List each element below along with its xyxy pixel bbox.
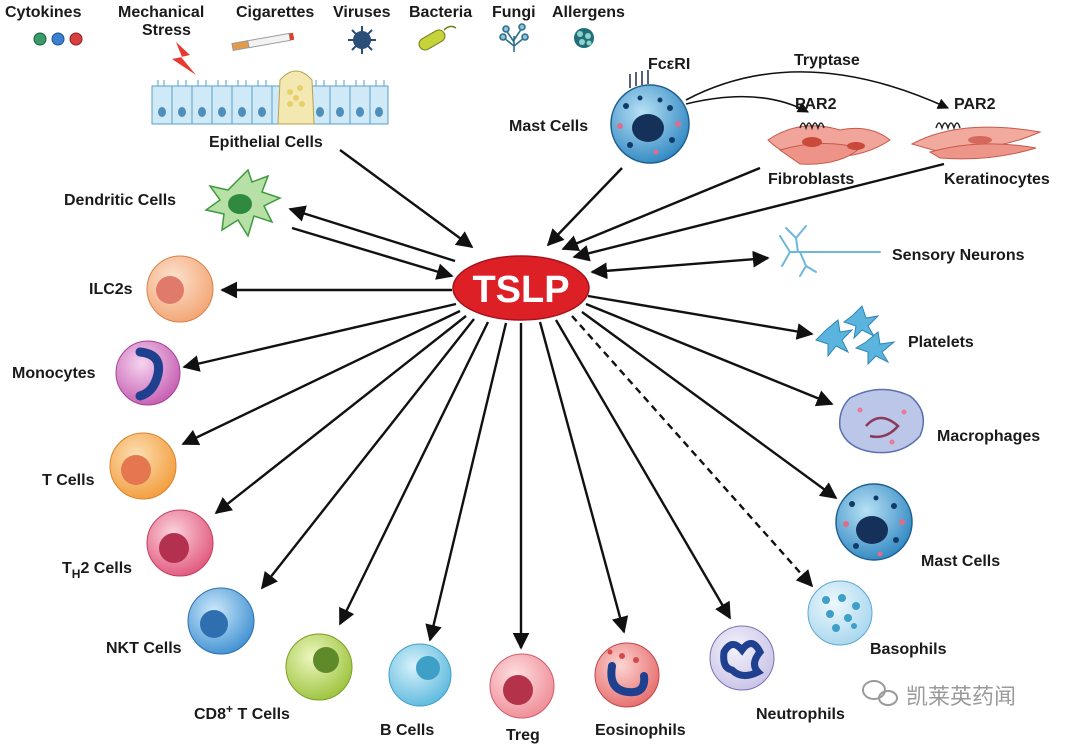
trigger-cytokines-label: Cytokines: [5, 4, 82, 21]
keratinocytes-illustration: [910, 122, 1042, 160]
ilc2s-label: ILC2s: [89, 281, 133, 298]
tryptase-arrow-short: [685, 95, 809, 113]
neutrophils-label: Neutrophils: [756, 706, 845, 723]
b-cell-illustration: [388, 643, 452, 707]
trigger-mechanical-label: Mechanical: [118, 4, 204, 21]
nkt-cells-label: NKT Cells: [106, 640, 182, 657]
mast-cells-right-label: Mast Cells: [921, 553, 1000, 570]
tslp-to-bcells-arrow: [425, 322, 508, 642]
epithelial-cells-label: Epithelial Cells: [209, 134, 323, 151]
mast-cell-right-illustration: [835, 483, 913, 561]
tslp-to-neutrophils-arrow: [554, 319, 732, 620]
tryptase-arrow-long: [685, 71, 950, 109]
tslp-to-th2-arrow: [214, 315, 467, 515]
tslp-to-mastcells-arrow: [581, 311, 838, 499]
allergen-icon: [574, 28, 594, 48]
tryptase-label: Tryptase: [794, 52, 860, 69]
monocyte-cell-illustration: [115, 340, 181, 406]
th2-cells-label: TH2 Cells: [62, 560, 132, 581]
cd8-t-cells-label: CD8+ T Cells: [194, 702, 290, 723]
dendritic-cell-illustration: [204, 168, 282, 238]
tslp-to-eosinophils-arrow: [538, 321, 629, 634]
mast-cells-top-label: Mast Cells: [509, 118, 588, 135]
epithelial-to-tslp-arrow: [339, 149, 474, 248]
sensory-neuron-illustration: [779, 225, 881, 277]
tslp-to-basophils-arrow: [571, 315, 814, 588]
cigarette-icon: [231, 32, 295, 52]
trigger-fungi-label: Fungi: [492, 4, 536, 21]
lightning-icon: [172, 42, 196, 75]
t-cell-illustration: [109, 432, 177, 500]
t-cells-label: T Cells: [42, 472, 95, 489]
trigger-viruses-label: Viruses: [333, 4, 391, 21]
tslp-to-dendritic-arrow: [288, 205, 456, 263]
watermark-text: 凯莱英药闻: [906, 685, 1016, 710]
macrophage-illustration: [838, 388, 925, 454]
eosinophils-label: Eosinophils: [595, 722, 686, 739]
th2-cell-illustration: [146, 509, 214, 577]
tslp-node: TSLP: [452, 255, 590, 321]
cytokine-dots-icon: [33, 32, 83, 46]
keratinocytes-label: Keratinocytes: [944, 171, 1050, 188]
fibroblasts-to-tslp-arrow: [561, 166, 761, 252]
dendritic-cells-label: Dendritic Cells: [64, 192, 176, 209]
fceri-label: FcεRI: [648, 56, 690, 73]
trigger-cigarettes-label: Cigarettes: [236, 4, 314, 21]
platelets-illustration: [815, 305, 896, 366]
trigger-bacteria-label: Bacteria: [409, 4, 472, 21]
treg-label: Treg: [506, 727, 540, 744]
tslp-to-tcells-arrow: [181, 309, 461, 446]
mast-to-tslp-arrow: [546, 167, 623, 247]
fibroblasts-illustration: [767, 122, 891, 165]
mast-cell-top-illustration: [610, 70, 690, 164]
basophil-cell-illustration: [807, 580, 873, 646]
tslp-to-nkt-arrow: [260, 318, 475, 590]
sensory-neurons-label: Sensory Neurons: [892, 247, 1025, 264]
tslp-label: TSLP: [472, 269, 569, 311]
arrow-layer: [181, 149, 945, 650]
trigger-stress-label: Stress: [142, 22, 191, 39]
tslp-neurons-arrow: [590, 250, 770, 280]
dendritic-to-tslp-arrow: [291, 226, 454, 280]
nkt-cell-illustration: [187, 587, 255, 655]
bacterium-icon: [418, 25, 457, 51]
tslp-to-cd8-arrow: [338, 321, 490, 626]
par2-label-keratinocytes: PAR2: [954, 96, 996, 113]
macrophages-label: Macrophages: [937, 428, 1040, 445]
neutrophil-cell-illustration: [709, 625, 775, 691]
ilc2-cell-illustration: [146, 255, 214, 323]
trigger-allergens-label: Allergens: [552, 4, 625, 21]
virus-icon: [348, 26, 376, 54]
keratinocytes-to-tslp-arrow: [572, 162, 945, 262]
wechat-icon: [862, 680, 898, 706]
eosinophil-cell-illustration: [594, 642, 660, 708]
tslp-to-macrophages-arrow: [585, 302, 834, 407]
monocytes-label: Monocytes: [12, 365, 96, 382]
b-cells-label: B Cells: [380, 722, 434, 739]
platelets-label: Platelets: [908, 334, 974, 351]
epithelial-cells-illustration: [151, 70, 389, 125]
fibroblasts-label: Fibroblasts: [768, 171, 854, 188]
treg-cell-illustration: [489, 653, 555, 719]
tslp-to-monocytes-arrow: [182, 302, 457, 372]
fungus-icon: [499, 23, 529, 52]
basophils-label: Basophils: [870, 641, 947, 658]
par2-label-fibroblasts: PAR2: [795, 96, 837, 113]
tslp-to-platelets-arrow: [587, 294, 814, 340]
cd8-t-cell-illustration: [285, 633, 353, 701]
